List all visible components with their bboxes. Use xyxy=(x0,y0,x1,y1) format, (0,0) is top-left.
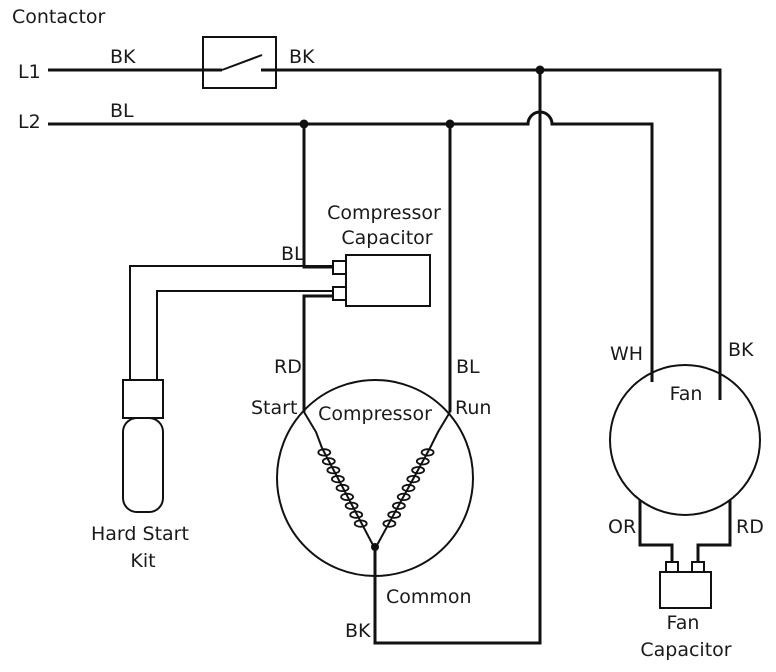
run-terminal-label: Run xyxy=(455,397,491,419)
coil-loop xyxy=(406,474,421,484)
run-winding xyxy=(375,411,451,548)
fan-or-wire xyxy=(638,500,674,562)
run-coil xyxy=(382,448,435,528)
compressor-capacitor-label: Compressor Capacitor xyxy=(327,202,447,249)
start-wire-label: RD xyxy=(274,356,302,378)
common-junction-dot xyxy=(371,543,379,551)
start-winding xyxy=(303,411,375,548)
l2-label: L2 xyxy=(18,111,41,133)
l1-label: L1 xyxy=(18,61,41,83)
coil-loop xyxy=(401,483,416,493)
run-wire-label: BL xyxy=(456,356,480,378)
coil-loop xyxy=(344,501,359,510)
coil-loop xyxy=(387,510,402,519)
capacitor-herm-wire xyxy=(302,124,333,269)
fan-bk-label: BK xyxy=(728,339,754,361)
coil-loop xyxy=(317,448,332,457)
fan-motor xyxy=(609,364,761,516)
hard-start-wire-outer xyxy=(129,265,333,380)
contactor-title: Contactor xyxy=(12,6,106,28)
start-terminal-label: Start xyxy=(251,397,297,419)
l2-wire-label: BL xyxy=(110,100,134,122)
coil-loop xyxy=(349,510,364,519)
capacitor-herm-wire-label: BL xyxy=(281,243,305,265)
fan-capacitor xyxy=(659,561,712,609)
common-terminal-label: Common xyxy=(386,586,472,608)
coil-loop xyxy=(326,466,341,475)
coil-loop xyxy=(411,466,426,475)
l1-wire-out-label: BK xyxy=(289,46,315,68)
coil-loop xyxy=(391,501,406,510)
hard-start-wire-inner xyxy=(156,290,333,380)
start-coil xyxy=(317,448,368,528)
compressor-label: Compressor xyxy=(318,403,432,425)
coil-loop xyxy=(396,492,411,501)
compressor-capacitor xyxy=(332,254,431,307)
fan-or-label: OR xyxy=(608,516,636,538)
common-wire xyxy=(373,70,542,645)
l1-wire-out xyxy=(276,68,722,400)
coil-loop xyxy=(415,457,430,466)
fan-rd-label: RD xyxy=(736,516,764,538)
coil-loop xyxy=(340,492,355,501)
coil-loop xyxy=(330,474,345,484)
coil-loop xyxy=(353,519,368,528)
coil-loop xyxy=(335,483,350,493)
coil-loop xyxy=(321,457,336,466)
fan-capacitor-label: Fan Capacitor xyxy=(640,612,731,661)
fan-label: Fan xyxy=(670,383,703,405)
fan-wh-label: WH xyxy=(610,343,643,365)
fan-rd-wire xyxy=(696,500,732,562)
common-wire-label: BK xyxy=(345,620,371,642)
coil-loop xyxy=(382,519,397,528)
l1-wire-in-label: BK xyxy=(110,46,136,68)
contactor-switch xyxy=(202,36,277,89)
start-wire xyxy=(302,294,333,412)
coil-loop xyxy=(420,448,435,457)
compressor xyxy=(276,379,474,577)
hard-start-kit-label: Hard Start Kit xyxy=(91,523,195,572)
hard-start-kit xyxy=(122,379,164,513)
